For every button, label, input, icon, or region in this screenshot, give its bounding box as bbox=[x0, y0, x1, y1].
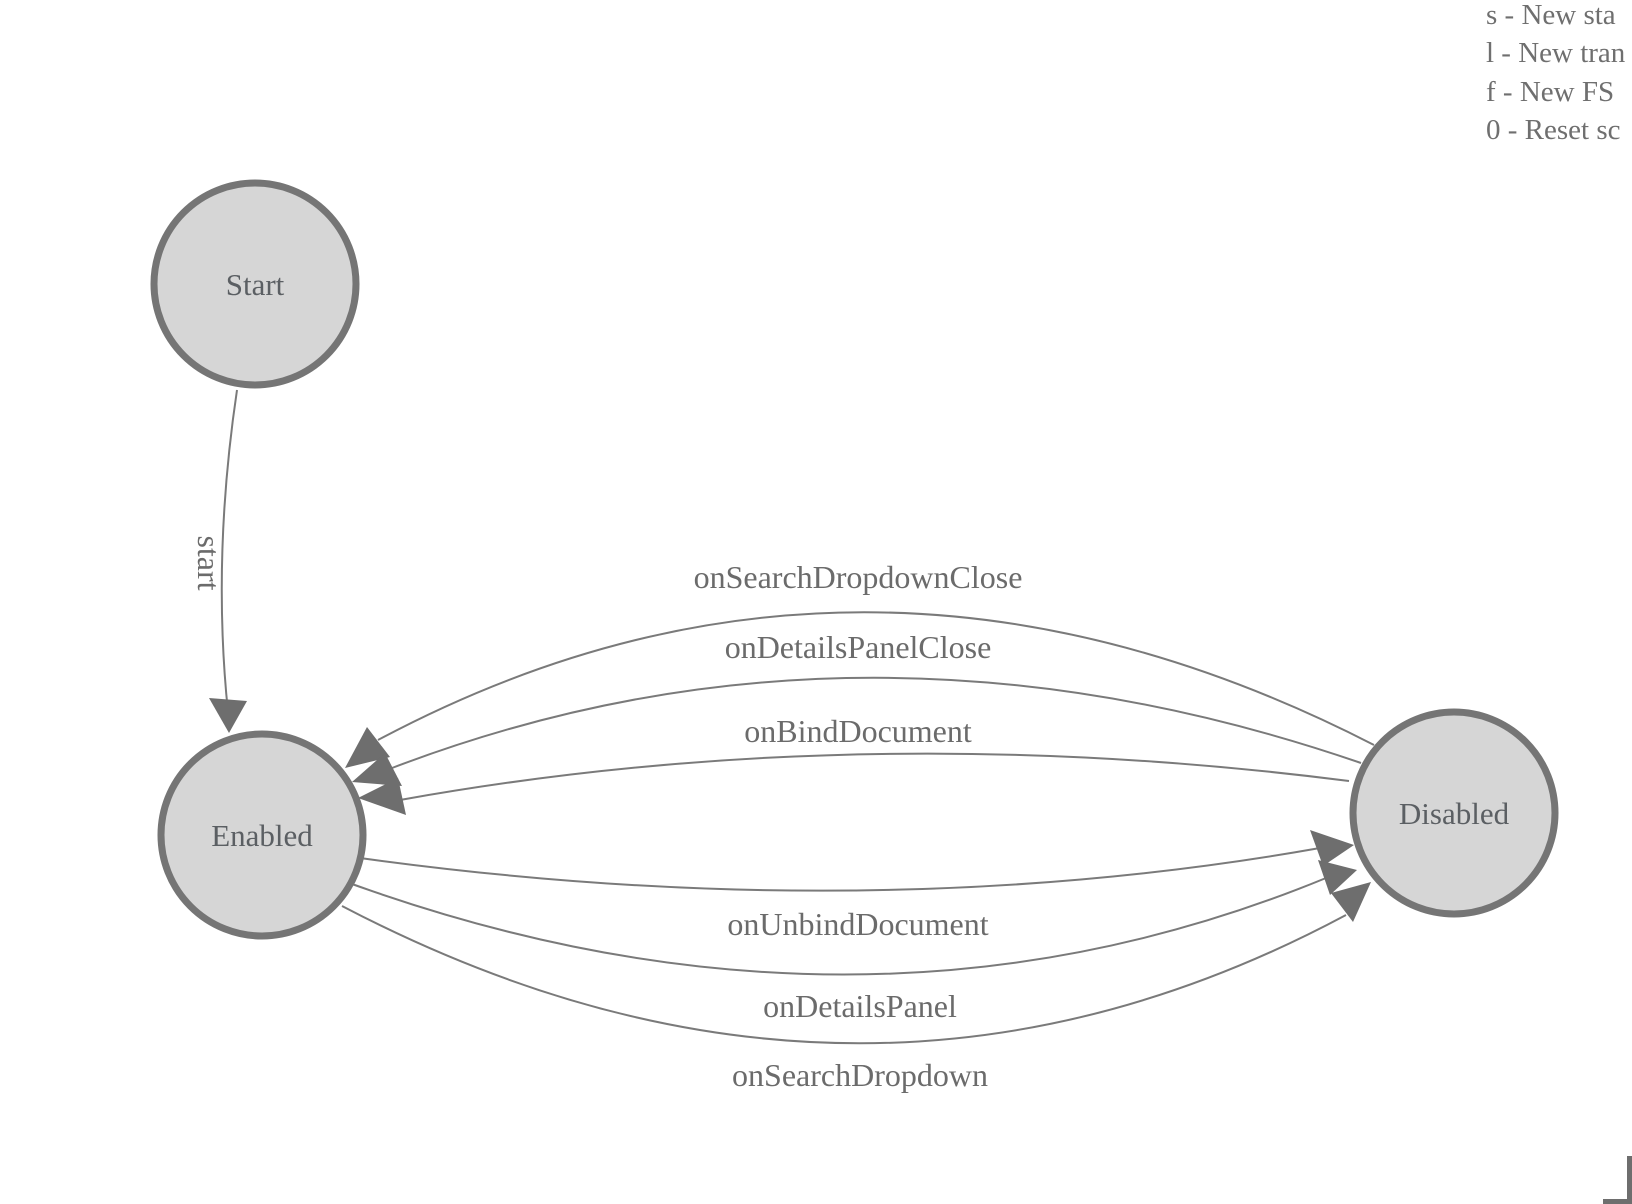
edge-label-onsearchdropdown[interactable]: onSearchDropdown bbox=[732, 1057, 988, 1093]
arrowhead-icon bbox=[352, 753, 402, 786]
arrowhead-icon bbox=[1331, 882, 1371, 922]
transition-edge-onsearchdropdown[interactable] bbox=[341, 905, 1347, 1045]
arrowhead-icon bbox=[1310, 830, 1354, 866]
frame-corner-horizontal-bar bbox=[1603, 1199, 1632, 1204]
edge-label-start[interactable]: start bbox=[191, 535, 227, 590]
transition-edge-start[interactable] bbox=[220, 389, 238, 713]
edge-label-ondetailspanelclose[interactable]: onDetailsPanelClose bbox=[725, 629, 992, 665]
state-label-start: Start bbox=[226, 267, 285, 302]
shortcuts-legend: s - New sta l - New tran f - New FS 0 - … bbox=[1486, 0, 1625, 149]
transition-edge-onbinddocument[interactable] bbox=[399, 752, 1350, 801]
legend-line-new-transition: l - New tran bbox=[1486, 37, 1626, 70]
state-node-start[interactable] bbox=[150, 179, 360, 389]
transition-edge-ondetailspanelclose[interactable] bbox=[391, 676, 1362, 769]
legend-line-reset: 0 - Reset sc bbox=[1486, 113, 1621, 146]
legend-line-new-fsm: f - New FS bbox=[1486, 75, 1615, 108]
state-label-disabled: Disabled bbox=[1399, 796, 1510, 831]
arrowhead-icon bbox=[358, 778, 406, 815]
state-node-enabled[interactable] bbox=[157, 730, 367, 940]
edge-label-ondetailspanel[interactable]: onDetailsPanel bbox=[763, 988, 957, 1024]
edge-label-onbinddocument[interactable]: onBindDocument bbox=[744, 713, 972, 749]
transition-edge-onunbinddocument[interactable] bbox=[359, 847, 1321, 892]
legend-line-new-state: s - New sta bbox=[1486, 0, 1616, 31]
state-label-enabled: Enabled bbox=[211, 818, 313, 853]
state-node-disabled[interactable] bbox=[1349, 708, 1559, 918]
arrowhead-icon bbox=[209, 698, 247, 733]
transition-edge-ondetailspanel[interactable] bbox=[351, 877, 1327, 976]
frame-corner-vertical-bar bbox=[1627, 1156, 1632, 1204]
edge-label-onunbinddocument[interactable]: onUnbindDocument bbox=[727, 906, 988, 942]
arrowhead-icon bbox=[1318, 860, 1357, 895]
transition-edge-onsearchdropdownclose[interactable] bbox=[377, 611, 1375, 746]
arrowhead-icon bbox=[345, 727, 390, 768]
edge-label-onsearchdropdownclose[interactable]: onSearchDropdownClose bbox=[694, 559, 1023, 595]
